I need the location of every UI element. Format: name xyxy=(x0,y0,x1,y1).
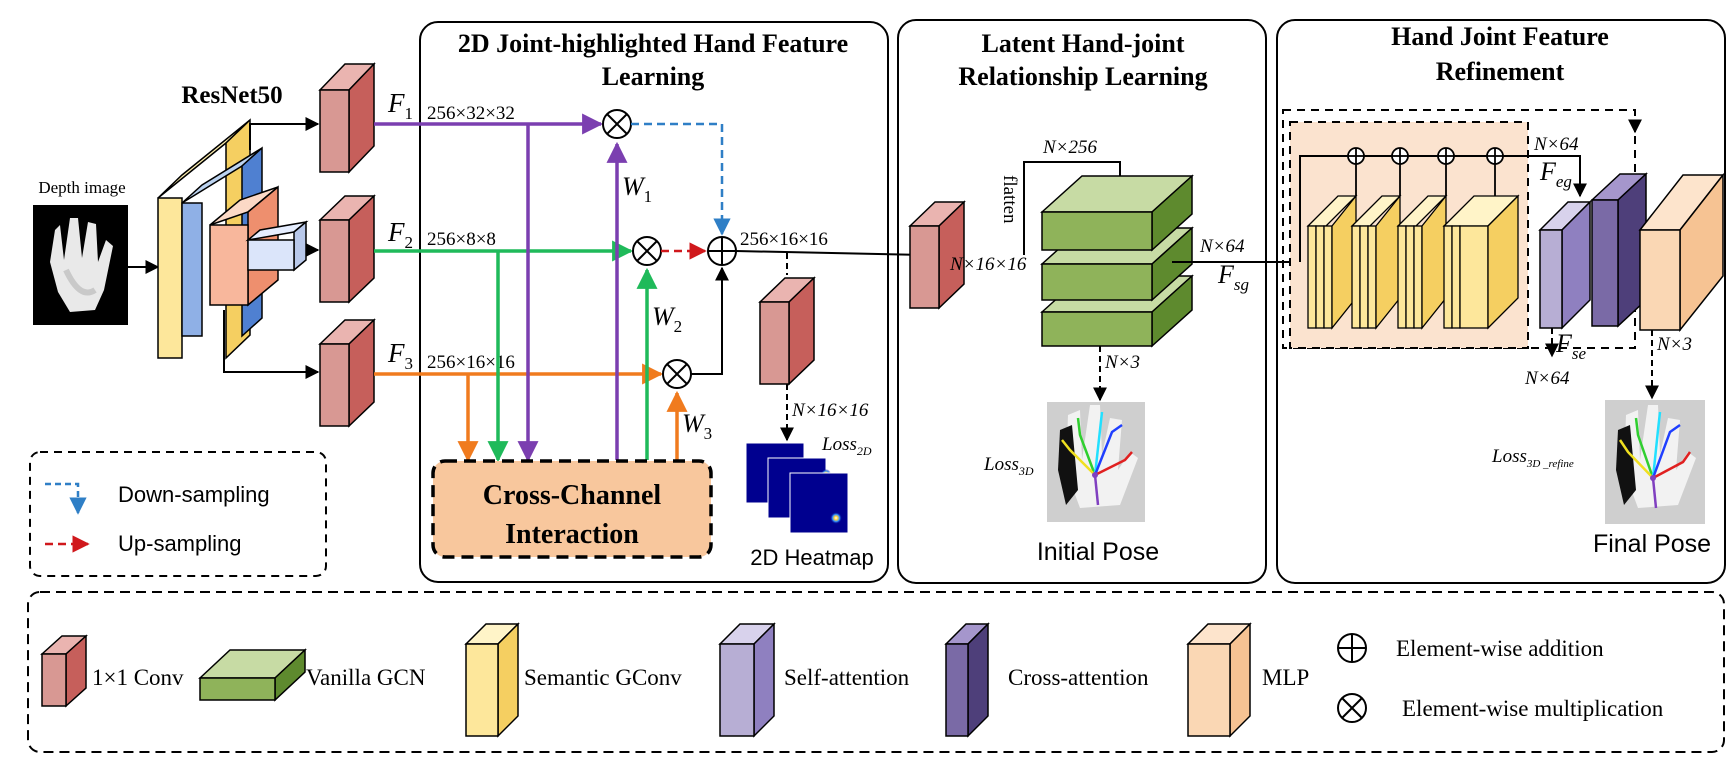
cross-attention-block xyxy=(1590,172,1648,328)
legend-frame xyxy=(27,591,1725,753)
dims-f2: 256×8×8 xyxy=(427,229,496,250)
legend-self-attn-swatch xyxy=(718,622,776,738)
dims-fused: 256×16×16 xyxy=(740,229,828,250)
heatmap-label: 2D Heatmap xyxy=(750,545,874,570)
label-fsg: Fsg xyxy=(1217,260,1249,294)
heatmap-conv-block xyxy=(758,276,816,386)
label-w3: W3 xyxy=(682,409,712,443)
dims-gcn-top: N×256 xyxy=(1042,137,1097,158)
mlp-block xyxy=(1638,172,1725,333)
depth-image xyxy=(33,205,128,325)
dims-fse: N×64 xyxy=(1524,368,1570,389)
add-node xyxy=(707,236,737,266)
latent-conv-block xyxy=(908,200,966,310)
panel-2d-title-2: Learning xyxy=(602,62,705,91)
label-f2: F2 xyxy=(387,217,413,252)
loss-3d: Loss3D xyxy=(983,454,1034,478)
final-pose-label: Final Pose xyxy=(1593,530,1711,558)
resnet-block-4 xyxy=(245,220,309,272)
refine-add-node-2 xyxy=(1391,147,1409,196)
panel-refinement-title-2: Refinement xyxy=(1436,57,1565,86)
sampling-legend-frame xyxy=(29,451,327,577)
legend-mul-icon xyxy=(1337,693,1367,723)
initial-pose-image xyxy=(1047,402,1145,522)
panel-relationship-title-1: Latent Hand-joint xyxy=(982,29,1185,58)
heatmap-stack xyxy=(745,442,849,534)
label-f1: F1 xyxy=(387,88,413,123)
label-w2: W2 xyxy=(652,302,682,336)
legend-conv-label: 1×1 Conv xyxy=(92,665,184,690)
refine-add-node-4 xyxy=(1486,147,1504,196)
down-sampling-label: Down-sampling xyxy=(118,482,270,507)
conv-block-f2 xyxy=(318,194,376,304)
gcn-layer-1 xyxy=(1040,174,1194,252)
sgconv-block-2 xyxy=(1350,194,1402,330)
legend-mul-label: Element-wise multiplication xyxy=(1402,696,1664,721)
self-attention-block xyxy=(1538,200,1592,330)
legend-add-label: Element-wise addition xyxy=(1396,636,1604,661)
legend-sgconv-swatch xyxy=(464,622,520,738)
multiply-node-1 xyxy=(602,109,632,139)
dims-latent-in: N×16×16 xyxy=(949,254,1027,275)
multiply-node-2 xyxy=(632,236,662,266)
up-sampling-label: Up-sampling xyxy=(118,531,242,556)
arrow-fused-to-latent xyxy=(735,247,927,262)
legend-gcn-swatch xyxy=(198,648,307,702)
conv-block-f3 xyxy=(318,318,376,428)
panel-refinement-frame xyxy=(1276,19,1726,584)
legend-self-attn-label: Self-attention xyxy=(784,665,910,690)
arrow-backbone-f3 xyxy=(223,310,320,379)
resnet-block-3 xyxy=(209,185,279,307)
refine-add-node-1 xyxy=(1347,147,1365,196)
legend-mlp-swatch xyxy=(1186,622,1252,738)
panel-2d-frame xyxy=(419,21,889,583)
dims-fsg: N×64 xyxy=(1199,236,1245,257)
conv-block-f1 xyxy=(318,62,376,174)
legend-cross-attn-swatch xyxy=(944,622,990,738)
loss-3d-refine: Loss3D _refine xyxy=(1491,446,1574,470)
refinement-outer-dashed xyxy=(1282,109,1636,349)
multiply-node-3 xyxy=(662,359,692,389)
dims-f1: 256×32×32 xyxy=(427,103,515,124)
panel-refinement-title-1: Hand Joint Feature xyxy=(1391,22,1609,51)
label-fse: Fse xyxy=(1555,329,1587,363)
backbone-label: ResNet50 xyxy=(181,82,282,109)
legend-add-icon xyxy=(1337,633,1367,663)
legend-conv-swatch xyxy=(40,634,88,708)
initial-pose-label: Initial Pose xyxy=(1037,538,1159,566)
legend-gcn-label: Vanilla GCN xyxy=(306,665,426,690)
refine-add-node-3 xyxy=(1437,147,1455,196)
sgconv-block-3 xyxy=(1396,194,1448,330)
legend-cross-attn-label: Cross-attention xyxy=(1008,665,1149,690)
legend-mlp-label: MLP xyxy=(1262,665,1309,690)
panel-relationship-frame xyxy=(897,19,1267,584)
dims-feg: N×64 xyxy=(1533,134,1579,155)
label-f3: F3 xyxy=(387,338,413,373)
dims-heatmap: N×16×16 xyxy=(791,400,869,421)
label-feg: Feg xyxy=(1539,157,1572,191)
final-pose-image xyxy=(1605,400,1705,524)
label-w1: W1 xyxy=(622,172,652,206)
cci-block xyxy=(431,459,713,559)
depth-image-label: Depth image xyxy=(38,178,125,197)
dims-final-pose: N×3 xyxy=(1656,334,1692,355)
sgconv-block-4 xyxy=(1442,194,1520,330)
f3-to-add xyxy=(691,266,729,375)
panel-relationship-title-2: Relationship Learning xyxy=(958,62,1207,91)
down-sampling-legend-arrow xyxy=(45,482,87,515)
arrow-backbone-f1 xyxy=(249,117,320,150)
flatten-label: flatten xyxy=(999,175,1020,224)
panel-2d-title-1: 2D Joint-highlighted Hand Feature xyxy=(458,29,848,58)
dims-f3: 256×16×16 xyxy=(427,352,515,373)
cci-label-2: Interaction xyxy=(505,519,639,550)
legend-sgconv-label: Semantic GConv xyxy=(524,665,682,690)
down-sampling-path xyxy=(631,122,731,236)
loss-2d: Loss2D xyxy=(821,434,872,458)
dims-initial-pose: N×3 xyxy=(1104,352,1140,373)
cci-label-1: Cross-Channel xyxy=(483,480,662,511)
